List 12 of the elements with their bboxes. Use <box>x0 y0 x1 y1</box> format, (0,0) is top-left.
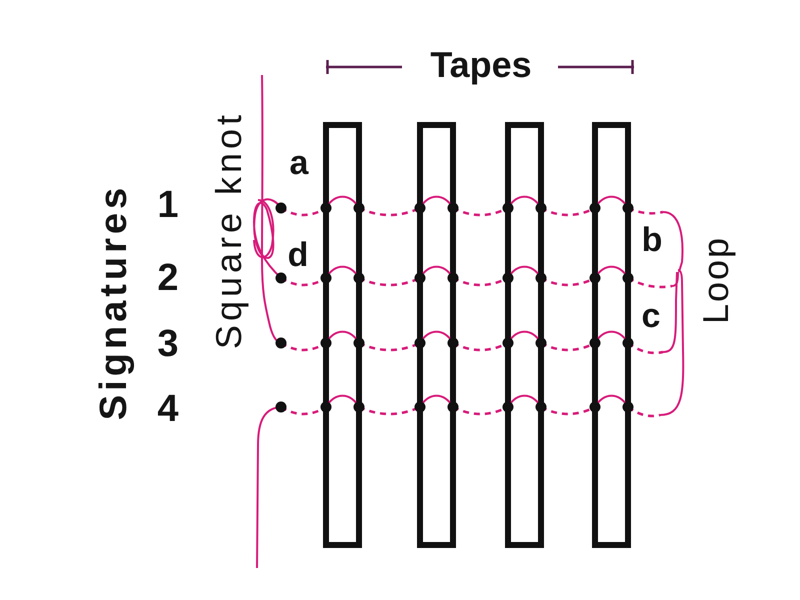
row-number: 3 <box>157 325 179 363</box>
group-label: Tapes <box>430 47 532 83</box>
row-number: 1 <box>157 186 179 224</box>
point-label: c <box>642 299 660 333</box>
callout-label: Loop <box>698 236 734 324</box>
callout-label: Square knot <box>211 110 247 350</box>
point-label: d <box>288 238 308 272</box>
point-label: b <box>642 223 662 257</box>
axis-label: Signatures <box>95 184 133 420</box>
row-number: 4 <box>157 390 179 428</box>
row-number: 2 <box>157 259 179 297</box>
point-label: a <box>290 146 308 180</box>
